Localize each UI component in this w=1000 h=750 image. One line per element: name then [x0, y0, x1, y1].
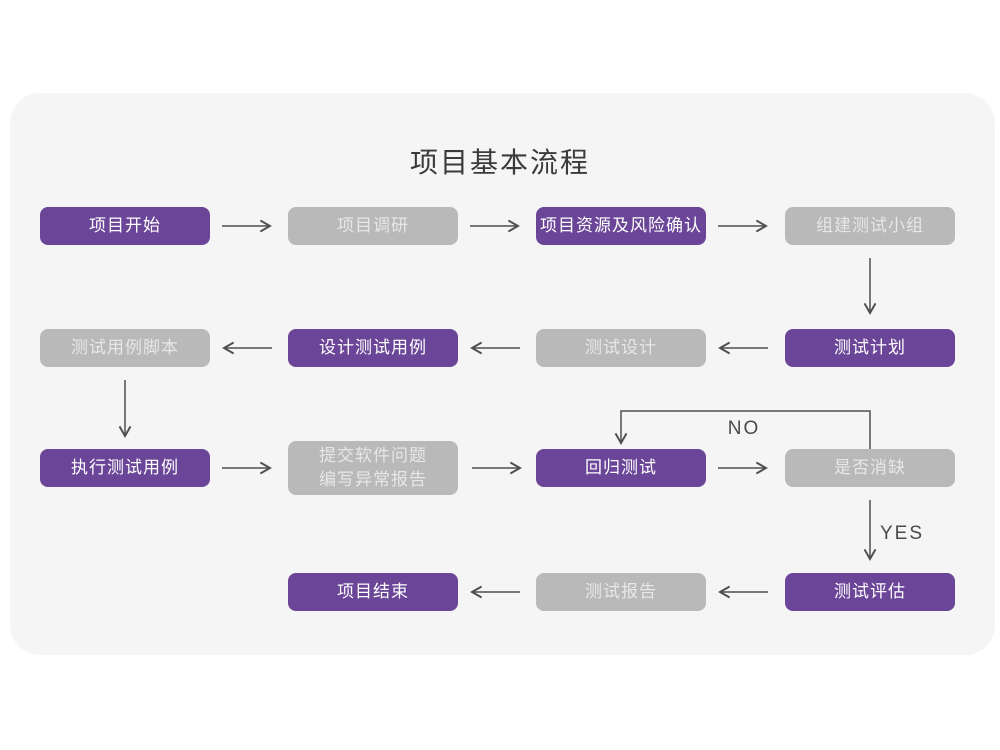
node-test-report: 测试报告 — [536, 573, 706, 611]
node-test-plan: 测试计划 — [785, 329, 955, 367]
node-test-design: 测试设计 — [536, 329, 706, 367]
node-resource-risk-confirm: 项目资源及风险确认 — [536, 207, 706, 245]
node-build-test-team: 组建测试小组 — [785, 207, 955, 245]
node-defect-cleared-decision: 是否消缺 — [785, 449, 955, 487]
node-regression-test: 回归测试 — [536, 449, 706, 487]
node-test-case-script: 测试用例脚本 — [40, 329, 210, 367]
node-execute-test-cases: 执行测试用例 — [40, 449, 210, 487]
node-test-evaluation: 测试评估 — [785, 573, 955, 611]
node-submit-issues-report: 提交软件问题 编写异常报告 — [288, 441, 458, 495]
node-design-test-cases: 设计测试用例 — [288, 329, 458, 367]
node-project-end: 项目结束 — [288, 573, 458, 611]
node-project-start: 项目开始 — [40, 207, 210, 245]
flowchart-card — [10, 93, 995, 655]
diagram-title: 项目基本流程 — [409, 147, 590, 178]
node-project-research: 项目调研 — [288, 207, 458, 245]
